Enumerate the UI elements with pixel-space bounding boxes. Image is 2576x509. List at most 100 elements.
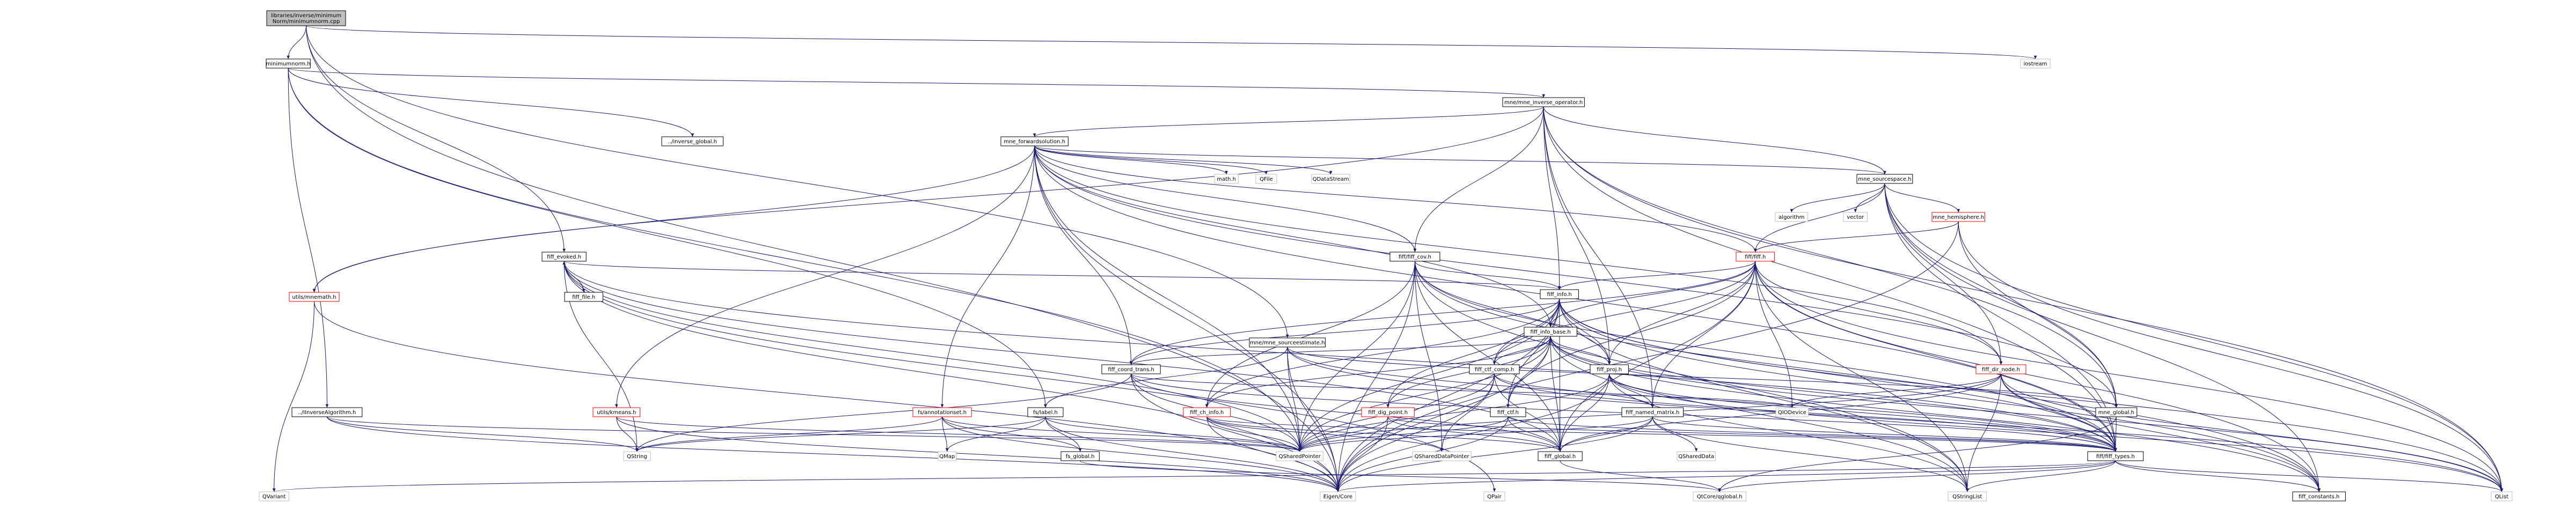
edge-fiff-dig-point-h-to-Eigen-Core	[1336, 416, 1388, 492]
node-algorithm[interactable]: algorithm	[1775, 212, 1809, 222]
node-label: fiff_named_matrix.h	[1626, 410, 1679, 416]
edge-fiff-evoked-h-to-fiff-info-h	[564, 261, 1561, 290]
node-fiff-info-base-h[interactable]: fiff_info_base.h	[1524, 327, 1577, 337]
node-label: mne/mne_sourceestimate.h	[1250, 340, 1325, 346]
edge-fs-annotationset-h-to-QString	[635, 416, 943, 452]
node-fiff-file-h[interactable]: fiff_file.h	[564, 292, 603, 302]
node-minimumnorm-h[interactable]: minimumnorm.h	[266, 58, 311, 69]
node-label: QMap	[939, 454, 955, 460]
node-root[interactable]: libraries/inverse/minimumNorm/minimumnor…	[266, 10, 346, 26]
node-label: fiff_ctf_comp.h	[1475, 367, 1514, 373]
node-QList[interactable]: QList	[2491, 491, 2513, 501]
node-box	[1856, 174, 1913, 184]
node-Eigen-Core[interactable]: Eigen/Core	[1320, 491, 1356, 501]
edge-fs-global-h-to-QtCore-qglobal-h	[1080, 460, 1721, 492]
node-vector[interactable]: vector	[1843, 212, 1868, 222]
node-fiff-fiff-types-h[interactable]: fiff/fiff_types.h	[2087, 451, 2144, 461]
node-label: QList	[2495, 494, 2508, 500]
node-fiff-ctf-h[interactable]: fiff_ctf.h	[1490, 407, 1526, 417]
node-math-h[interactable]: math.h	[1214, 174, 1239, 184]
node-fiff-constants-h[interactable]: fiff_constants.h	[2292, 491, 2346, 501]
node-fs-global-h[interactable]: fs_global.h	[1060, 451, 1100, 461]
node-fiff-named-matrix-h[interactable]: fiff_named_matrix.h	[1621, 407, 1684, 417]
edge-mne-sourcespace-h-to-fiff-dir-node-h	[1884, 183, 2003, 365]
node-fiff-dig-point-h[interactable]: fiff_dig_point.h	[1361, 407, 1415, 417]
edge-fiff-dig-point-h-to-QSharedPointer	[1298, 416, 1388, 452]
edge-fiff-proj-h-to-fiff-global-h	[1558, 373, 1610, 452]
edge-fiff-info-h-to-fiff-dig-point-h	[1386, 298, 1560, 408]
node-fiff-h[interactable]: fiff/fiff.h	[1736, 252, 1775, 262]
node-mne-global-h[interactable]: mne_global.h	[2095, 407, 2138, 417]
node-utils-mnemath-h[interactable]: utils/mnemath.h	[289, 292, 340, 302]
node-fiff-evoked-h[interactable]: fiff_evoked.h	[541, 252, 587, 262]
node-QPair[interactable]: QPair	[1483, 491, 1505, 501]
edge-mne-hemisphere-h-to-mne-global-h	[1958, 221, 2118, 408]
node-fiff-fiff-cov-h[interactable]: fiff/fiff_cov.h	[1389, 252, 1440, 262]
node-box	[1027, 407, 1064, 417]
edge-fiff-proj-h-to-QSharedPointer	[1298, 373, 1610, 452]
node-label: mne_forwardsolution.h	[1004, 139, 1065, 145]
node-utils-kmeans-h[interactable]: utils/kmeans.h	[592, 407, 641, 417]
node-mne-hemisphere-h[interactable]: mne_hemisphere.h	[1931, 212, 1985, 222]
edge-fiff-named-matrix-h-to-QStringList	[1652, 416, 1969, 492]
node-fiff-dir-node-h[interactable]: fiff_dir_node.h	[1975, 364, 2026, 374]
edge-fiff-proj-h-to-Eigen-Core	[1336, 373, 1610, 492]
edge-fiff-h-to-fiff-named-matrix-h	[1651, 261, 1756, 408]
node-QDataStream[interactable]: QDataStream	[1311, 174, 1350, 184]
node-QStringList[interactable]: QStringList	[1948, 491, 1987, 501]
node-QVariant[interactable]: QVariant	[259, 491, 289, 501]
edge-mne-forwardsolution-h-to-math-h	[1034, 145, 1228, 175]
node-fs-label-h[interactable]: fs/label.h	[1027, 407, 1064, 417]
node-box	[2087, 451, 2144, 461]
node-mne-sourceestimate-h[interactable]: mne/mne_sourceestimate.h	[1249, 337, 1326, 348]
node-box	[1389, 252, 1440, 262]
node-box	[2292, 491, 2346, 501]
edge-mne-forwardsolution-h-to-Eigen-Core	[1034, 145, 1340, 492]
node-fiff-global-h[interactable]: fiff_global.h	[1538, 451, 1583, 461]
node-label: fiff_constants.h	[2299, 494, 2339, 500]
edge-fiff-fiff-cov-h-to-fiff-global-h	[1415, 261, 1562, 452]
node-label: fiff_proj.h	[1597, 367, 1622, 373]
node-fiff-info-h[interactable]: fiff_info.h	[1540, 289, 1579, 299]
node-box	[541, 252, 587, 262]
node-mne-inverse-operator-h[interactable]: mne/mne_inverse_operator.h	[1502, 97, 1585, 107]
edge-fiff-h-to-QList	[1755, 261, 2504, 492]
node-mne-sourcespace-h[interactable]: mne_sourcespace.h	[1856, 174, 1913, 184]
node-InverseAlgorithm-h[interactable]: ../IInverseAlgorithm.h	[291, 407, 363, 417]
node-label: algorithm	[1779, 215, 1804, 220]
node-box	[623, 451, 651, 461]
node-label: ../inverse_global.h	[668, 139, 717, 145]
node-QtCore-qglobal-h[interactable]: QtCore/qglobal.h	[1693, 491, 1746, 501]
edge-mne-sourcespace-h-to-fiff-fiff-types-h	[1884, 183, 2117, 452]
edge-fiff-h-to-fiff-global-h	[1558, 261, 1756, 452]
edge-mne-inverse-operator-h-to-fiff-fiff-cov-h	[1413, 106, 1544, 253]
node-QFile[interactable]: QFile	[1255, 174, 1277, 184]
edge-fiff-evoked-h-to-fiff-fiff-types-h	[564, 261, 2117, 452]
node-fiff-proj-h[interactable]: fiff_proj.h	[1590, 364, 1629, 374]
node-iostream[interactable]: iostream	[2020, 58, 2051, 69]
node-label: mne/mne_inverse_operator.h	[1504, 100, 1583, 106]
edge-fiff-fiff-types-h-to-fiff-constants-h	[2115, 460, 2321, 492]
node-label: fiff/fiff.h	[1745, 254, 1766, 260]
node-label: QSharedDataPointer	[1415, 454, 1470, 460]
node-fiff-coord-trans-h[interactable]: fiff_coord_trans.h	[1101, 364, 1161, 374]
node-fs-annotationset-h[interactable]: fs/annotationset.h	[912, 407, 972, 417]
edge-fiff-global-h-to-QtCore-qglobal-h	[1560, 460, 1721, 492]
node-label: mne_global.h	[2098, 410, 2134, 416]
dependency-nodes: libraries/inverse/minimumNorm/minimumnor…	[259, 10, 2513, 501]
node-label: QStringList	[1952, 494, 1982, 500]
node-fiff-ch-info-h[interactable]: fiff_ch_info.h	[1183, 407, 1231, 417]
node-QSharedDataPointer[interactable]: QSharedDataPointer	[1412, 451, 1472, 461]
node-QMap[interactable]: QMap	[938, 451, 957, 461]
edge-root-to-minimumnorm-h	[287, 25, 306, 60]
node-mne-forwardsolution-h[interactable]: mne_forwardsolution.h	[1000, 136, 1069, 146]
edge-root-to-Eigen-Core	[306, 25, 1340, 492]
node-QString[interactable]: QString	[623, 451, 651, 461]
node-QIODevice[interactable]: QIODevice	[1775, 407, 1809, 417]
node-fiff-ctf-comp-h[interactable]: fiff_ctf_comp.h	[1469, 364, 1520, 374]
node-QSharedPointer[interactable]: QSharedPointer	[1276, 451, 1324, 461]
node-inverse-global-h[interactable]: ../inverse_global.h	[661, 136, 724, 146]
edge-mne-forwardsolution-h-to-fiff-coord-trans-h	[1034, 145, 1133, 365]
node-QSharedData[interactable]: QSharedData	[1677, 451, 1716, 461]
edge-minimumnorm-h-to-inverse-global-h	[288, 68, 694, 137]
